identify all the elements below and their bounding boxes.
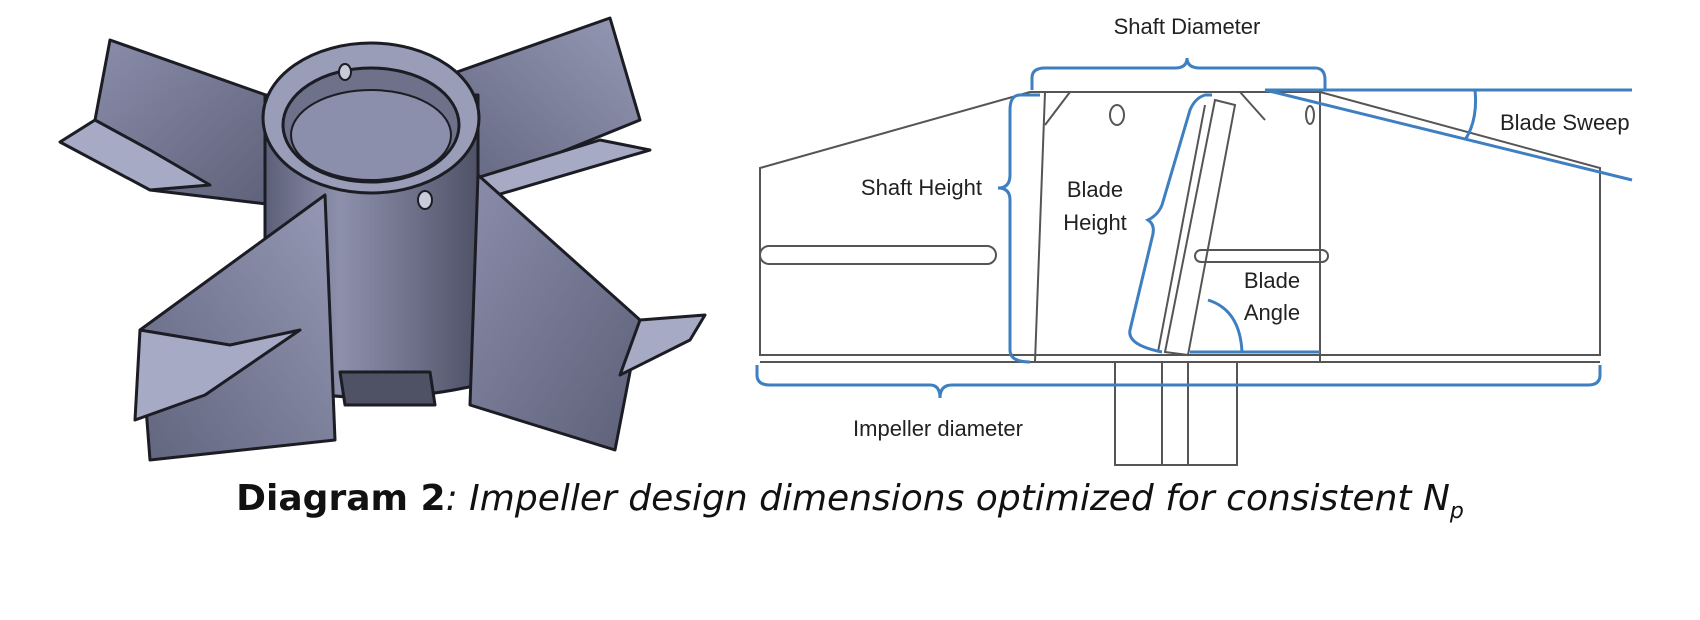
dimension-labels: Shaft Diameter Blade Sweep Shaft Height … (853, 14, 1630, 441)
angled-blade (1163, 98, 1237, 357)
label-blade-sweep: Blade Sweep (1500, 110, 1630, 135)
blade-angle-arc (1207, 298, 1244, 353)
blade-front-right-flange (618, 313, 707, 377)
caption-label: Diagram 2 (236, 478, 446, 519)
blade-sweep-arc (1463, 89, 1477, 141)
label-shaft-diameter: Shaft Diameter (1114, 14, 1261, 39)
slot-right (1194, 249, 1329, 263)
impeller-diameter-brace (755, 365, 1602, 399)
caption-text: : Impeller design dimensions optimized f… (445, 478, 1450, 519)
blade-front-left (138, 193, 337, 462)
impeller-side-view (759, 91, 1601, 466)
figure-caption: Diagram 2: Impeller design dimensions op… (0, 478, 1700, 524)
impeller-3d-render (58, 16, 707, 462)
caption-subscript: p (1449, 499, 1464, 525)
label-blade-height-1: Blade (1067, 177, 1123, 202)
label-blade-height-2: Height (1063, 210, 1127, 235)
angled-blade-edge (1157, 104, 1206, 353)
blade-back-left-flange (58, 118, 212, 192)
hub-hole-side (417, 190, 433, 210)
shaft-height-brace (997, 93, 1040, 364)
dimension-markings (755, 57, 1633, 399)
shaft-hole-2 (1305, 105, 1315, 125)
impeller-outline (759, 91, 1601, 356)
label-blade-angle-2: Angle (1244, 300, 1300, 325)
blade-height-brace (1128, 93, 1212, 354)
blade-sweep-slope-line (1264, 88, 1633, 182)
hub-chamfer (1044, 91, 1266, 126)
shaft-diameter-brace (1030, 57, 1327, 90)
shaft-hole-1 (1109, 104, 1125, 126)
label-impeller-diameter: Impeller diameter (853, 416, 1023, 441)
hub-bore (290, 89, 452, 181)
label-blade-angle-1: Blade (1244, 268, 1300, 293)
hub-hole-top (338, 63, 352, 81)
label-shaft-height: Shaft Height (861, 175, 982, 200)
blade-front-right (468, 173, 642, 452)
blade-front-left-flange (133, 328, 302, 422)
slot-left (759, 245, 997, 265)
drive-shaft (1114, 361, 1238, 466)
hub-left-edge (1034, 91, 1046, 363)
hub-nut (338, 370, 437, 407)
